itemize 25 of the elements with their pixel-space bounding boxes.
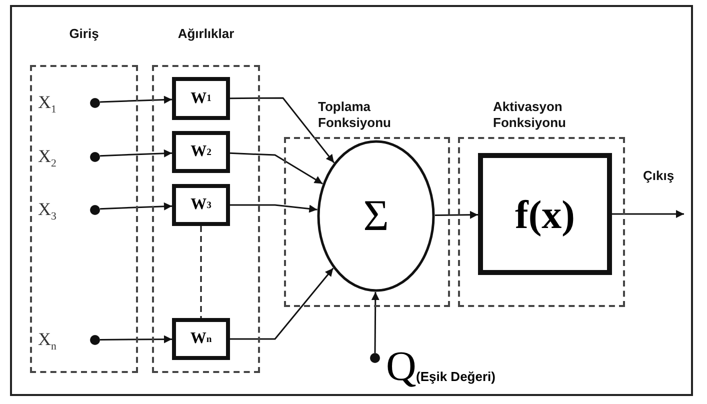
arrow — [230, 152, 323, 184]
input-label: X$_{n}$ — [38, 329, 56, 355]
connector-line — [200, 226, 202, 318]
input-label: X$_{1}$ — [38, 92, 56, 118]
activation-box: f(x) — [478, 153, 612, 275]
arrow — [100, 149, 172, 158]
input-label: X$_{2}$ — [38, 146, 56, 172]
arrow — [100, 96, 172, 104]
group-heading: Giriş — [69, 26, 99, 42]
arrow — [100, 335, 172, 344]
threshold-symbol: Q — [386, 345, 416, 389]
arrow — [612, 210, 684, 218]
group-heading: Ağırlıklar — [178, 26, 234, 42]
arrow — [230, 97, 335, 164]
group-heading: Toplama Fonksiyonu — [318, 99, 392, 131]
arrow — [435, 210, 478, 219]
edge-label: Çıkış — [642, 168, 676, 184]
arrow — [371, 292, 380, 353]
threshold-label: (Eşik Değeri) — [416, 369, 496, 384]
arrow — [230, 204, 318, 213]
group-heading: Aktivasyon Fonksiyonu — [493, 99, 567, 131]
arrow — [230, 268, 334, 340]
input-label: X$_{3}$ — [38, 199, 56, 225]
summation-symbol: Σ — [363, 193, 389, 239]
arrow — [100, 202, 172, 210]
